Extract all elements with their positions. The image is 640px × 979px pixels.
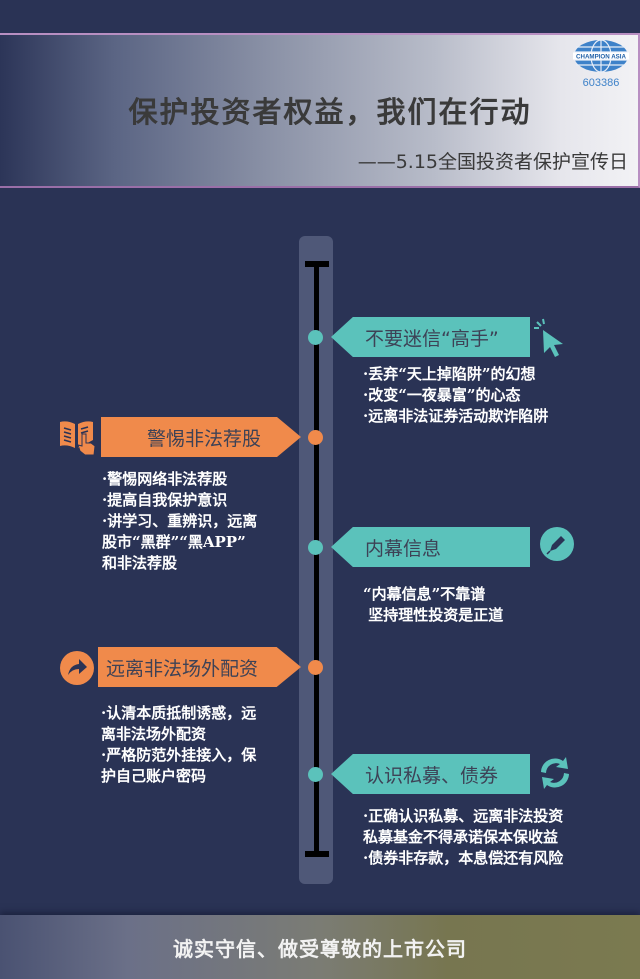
timeline-description: “内幕信息”不靠谱 坚持理性投资是正道 — [363, 585, 504, 624]
timeline-label: 认识私募、债券 — [365, 764, 499, 787]
timeline-label-tag: 不要迷信“高手” — [331, 317, 530, 357]
timeline-label: 不要迷信“高手” — [365, 327, 499, 350]
share-arrow-icon — [60, 651, 94, 685]
pen-icon — [540, 527, 574, 561]
timeline-label: 内幕信息 — [365, 537, 442, 560]
company-logo: CHAMPION ASIA 603386 — [570, 39, 632, 95]
timeline-line — [314, 267, 319, 855]
page-title: 保护投资者权益，我们在行动 — [128, 95, 532, 129]
globe-logo-icon: CHAMPION ASIA — [573, 39, 629, 73]
page-subtitle: ——5.15全国投资者保护宣传日 — [357, 151, 628, 173]
timeline-dot — [308, 540, 323, 555]
cursor-click-icon — [534, 318, 563, 357]
timeline-label-tag: 警惕非法荐股 — [101, 417, 301, 457]
header-banner: CHAMPION ASIA 603386 保护投资者权益，我们在行动 ——5.1… — [0, 33, 640, 188]
footer-slogan-bar: 诚实守信、做受尊敬的上市公司 — [0, 915, 640, 979]
book-hand-icon — [60, 421, 96, 456]
stock-code: 603386 — [582, 77, 620, 89]
timeline-description: ·认清本质抵制诱惑，远 离非法场外配资 ·严格防范外挂接入，保 护自己账户密码 — [101, 704, 257, 785]
timeline-bottom-cap — [305, 851, 329, 857]
timeline-label-tag: 远离非法场外配资 — [98, 647, 301, 687]
timeline-description: ·警惕网络非法荐股 ·提高自我保护意识 ·讲学习、重辨识，远离 股市“黑群”“黑… — [102, 470, 258, 572]
timeline-dot — [308, 767, 323, 782]
timeline-description: ·丢弃“天上掉陷阱”的幻想 ·改变“一夜暴富”的心态 ·远离非法证券活动欺诈陷阱 — [363, 365, 549, 425]
footer-slogan: 诚实守信、做受尊敬的上市公司 — [173, 936, 467, 961]
refresh-icon — [541, 757, 569, 789]
timeline-label: 警惕非法荐股 — [147, 427, 262, 450]
svg-text:CHAMPION ASIA: CHAMPION ASIA — [576, 54, 626, 61]
timeline-dot — [308, 430, 323, 445]
timeline-dot — [308, 330, 323, 345]
timeline-label: 远离非法场外配资 — [106, 657, 259, 680]
timeline-label-tag: 内幕信息 — [331, 527, 530, 567]
timeline-dot — [308, 660, 323, 675]
timeline-label-tag: 认识私募、债券 — [331, 754, 530, 794]
timeline-top-cap — [305, 261, 329, 267]
timeline-description: ·正确认识私募、远离非法投资 私募基金不得承诺保本保收益 ·债券非存款，本息偿还… — [363, 807, 564, 867]
